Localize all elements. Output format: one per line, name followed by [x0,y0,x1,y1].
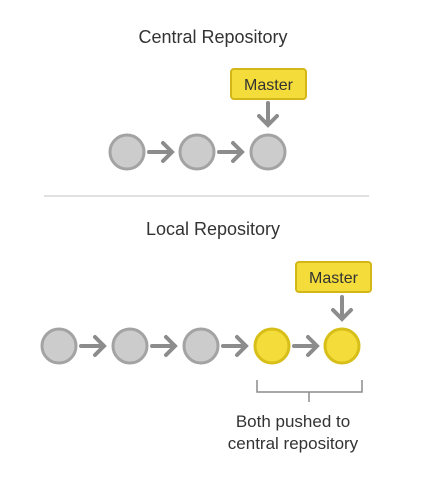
central-commit-chain [108,133,287,171]
new-commits-bracket [256,380,363,402]
local-commit-chain [40,327,361,365]
central-commit-1 [108,133,146,171]
local-arrow-1 [79,335,107,357]
local-arrow-2 [150,335,178,357]
central-master-pointer-arrow [257,101,279,128]
local-master-tag: Master [295,261,372,293]
push-caption: Both pushed to central repository [183,411,403,455]
local-master-label: Master [309,270,359,287]
central-master-tag: Master [230,68,307,100]
central-repo-title: Central Repository [138,27,288,47]
local-commit-3 [182,327,220,365]
central-master-tag-box [230,68,307,100]
local-commit-1 [40,327,78,365]
central-commit-3 [249,133,287,171]
local-commit-2 [111,327,149,365]
push-caption-line-1: Both pushed to [235,412,351,431]
central-arrow-2 [217,141,245,163]
local-arrow-4 [292,335,320,357]
push-caption-line-2: central repository [227,434,359,453]
local-new-commit-2 [323,327,361,365]
central-master-label: Master [244,77,294,94]
local-arrow-3 [221,335,249,357]
central-commit-2 [178,133,216,171]
central-arrow-1 [147,141,175,163]
local-repo-title: Local Repository [145,219,281,239]
local-new-commit-1 [253,327,291,365]
local-master-pointer-arrow [331,295,353,322]
local-master-tag-box [295,261,372,293]
